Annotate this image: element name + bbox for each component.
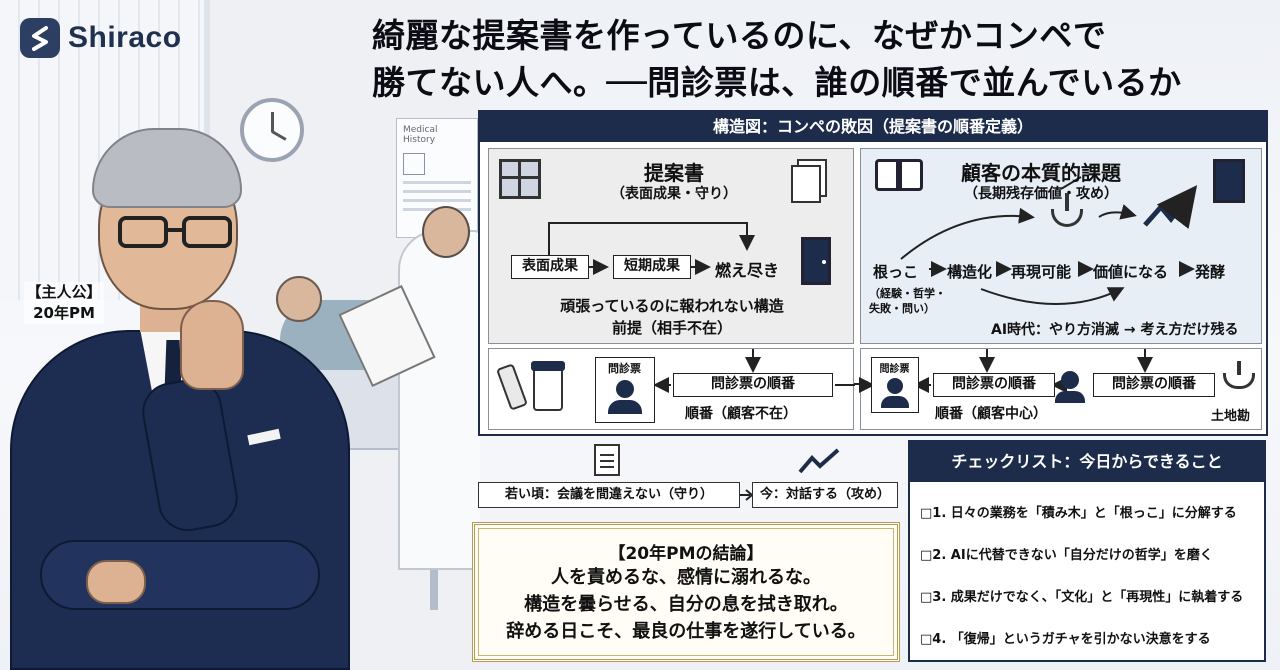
glasses-icon xyxy=(118,216,242,250)
conclusion-line-2: 構造を曇らせる、自分の息を拭き取れ。 xyxy=(524,594,848,615)
checklist-panel: チェックリスト：今日からできること □1. 日々の業務を「積み木」と「根っこ」に… xyxy=(908,440,1266,662)
roots-icon xyxy=(1221,361,1257,391)
title-line-2: 勝てない人へ。──問診票は、誰の順番で並んでいるか xyxy=(372,63,1182,102)
checklist-item-3: □3. 成果だけでなく、「文化」と「再現性」に執着する xyxy=(920,590,1244,605)
connector-arrow xyxy=(854,383,860,385)
customer-issue-title: 顧客の本質的課題 xyxy=(961,161,1121,185)
order-caption-customer: 順番（顧客中心） xyxy=(935,406,1047,422)
conclusion-box: 【20年PMの結論】 人を責めるな、感情に溺れるな。 構造を曇らせる、自分の息を… xyxy=(472,522,900,662)
order-box-customer-1: 問診票の順番 xyxy=(933,373,1055,397)
proposal-panel: 提案書 （表面成果・守り） 表面成果 短期成果 燃え尽き 頑張っているのに報われ… xyxy=(488,148,854,344)
form-label: 問診票 xyxy=(608,362,641,375)
structure-diagram: 構造図：コンペの敗因（提案書の順番定義） 提案書 （表面成果・守り） 表面成果 … xyxy=(478,110,1268,436)
proposal-subtitle: （表面成果・守り） xyxy=(611,186,737,202)
proposal-premise: 前提（相手不在） xyxy=(611,319,732,337)
doctor-head xyxy=(422,206,470,258)
diagram-header: 構造図：コンペの敗因（提案書の順番定義） xyxy=(480,112,1266,142)
character-label: 【主人公】 20年PM xyxy=(24,282,104,324)
poster-text: Medical History xyxy=(403,125,438,145)
flow-roots: 根っこ xyxy=(873,263,919,281)
protagonist-hair xyxy=(92,128,242,208)
roots-note-1: （経験・哲学・ xyxy=(869,287,946,300)
doctor-figure xyxy=(398,230,480,570)
brand-name: Shiraco xyxy=(68,21,182,54)
door-icon xyxy=(801,237,831,285)
proposal-caption: 頑張っているのに報われない構造 xyxy=(560,297,784,315)
customer-issue-panel: 顧客の本質的課題 （長期残存価値・攻め） 根っこ 構造化 再現可能 価値になる … xyxy=(860,148,1262,344)
roots-note-2: 失敗・問い） xyxy=(869,302,935,315)
patient-head xyxy=(276,276,322,322)
person-icon xyxy=(616,380,634,398)
flow-surface-result: 表面成果 xyxy=(511,255,589,279)
form-card: 問診票 xyxy=(595,357,655,423)
book-icon xyxy=(875,159,925,195)
flow-fermentation: 発酵 xyxy=(1195,263,1226,281)
conclusion-title: 【20年PMの結論】 xyxy=(608,544,764,564)
checklist-header: チェックリスト：今日からできること xyxy=(910,442,1264,482)
order-box-customer-2: 問診票の順番 xyxy=(1093,373,1215,397)
form-card-customer: 問診票 xyxy=(871,357,919,413)
clock-icon xyxy=(240,98,304,162)
customer-order-panel: 問診票 問診票の順番 問診票の順番 順番（顧客中心） 土地勘 xyxy=(859,348,1262,430)
documents-icon xyxy=(789,159,829,203)
form-label-customer: 問診票 xyxy=(879,364,910,375)
background-illustration: Medical History xyxy=(0,0,480,670)
growth-chart-icon xyxy=(798,448,840,474)
order-box-proposal: 問診票の順番 xyxy=(673,373,833,397)
flow-becomes-value: 価値になる xyxy=(1093,263,1169,281)
now-mindset-box: 今：対話する（攻め） xyxy=(752,482,898,508)
shiraco-logo-icon xyxy=(20,18,60,58)
flow-burnout: 燃え尽き xyxy=(715,261,780,280)
order-caption-proposal: 順番（顧客不在） xyxy=(685,406,797,422)
window-icon xyxy=(499,159,541,199)
customer-arrows xyxy=(900,176,1198,305)
conclusion-line-1: 人を責めるな、感情に溺れるな。 xyxy=(551,567,821,588)
brand-logo: Shiraco xyxy=(20,18,182,58)
customer-issue-subtitle: （長期残存価値・攻め） xyxy=(964,186,1118,202)
roots-icon xyxy=(1047,193,1087,229)
ai-era-caption: AI時代：やり方消滅 → 考え方だけ残る xyxy=(991,322,1239,338)
flow-short-term-result: 短期成果 xyxy=(613,255,691,279)
person-icon xyxy=(1061,371,1079,389)
protagonist-hand xyxy=(180,300,244,390)
title-line-1: 綺麗な提案書を作っているのに、なぜかコンペで xyxy=(372,16,1107,55)
checklist-item-2: □2. AIに代替できない「自分だけの哲学」を磨く xyxy=(920,548,1213,563)
proposal-order-panel: 問診票 問診票の順番 順番（顧客不在） xyxy=(488,348,855,430)
person-icon xyxy=(887,378,903,394)
exit-door-icon xyxy=(1213,159,1245,203)
medicine-icon xyxy=(496,361,569,417)
checklist-item-1: □1. 日々の業務を「積み木」と「根っこ」に分解する xyxy=(920,506,1237,521)
flow-structuring: 構造化 xyxy=(947,263,993,281)
proposal-arrows xyxy=(548,222,755,275)
crossed-arm xyxy=(40,540,320,610)
flow-reproducible: 再現可能 xyxy=(1011,263,1072,281)
page-title: 綺麗な提案書を作っているのに、なぜかコンペで 勝てない人へ。──問診票は、誰の順… xyxy=(372,12,1272,106)
proposal-title: 提案書 xyxy=(644,161,704,185)
soil-sense-label: 土地勘 xyxy=(1211,409,1251,424)
document-icon xyxy=(594,444,620,476)
conclusion-line-3: 辞める日こそ、最良の仕事を遂行している。 xyxy=(506,621,866,642)
young-mindset-box: 若い頃：会議を間違えない（守り） xyxy=(478,482,740,508)
checklist-item-4: □4. 「復帰」というガチャを引かない決意をする xyxy=(920,632,1211,647)
